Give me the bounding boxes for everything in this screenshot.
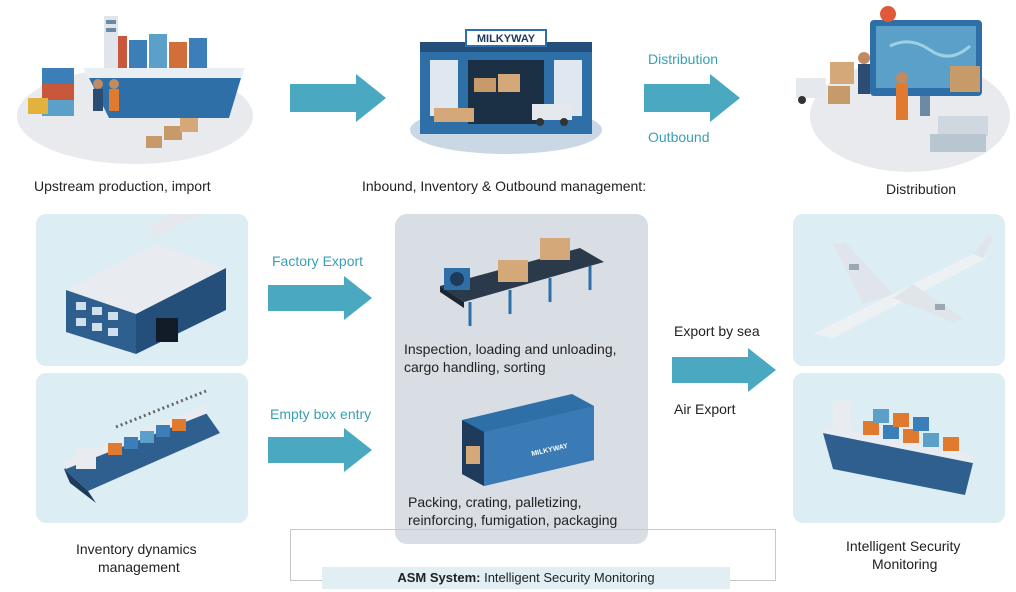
asm-description: Intelligent Security Monitoring (484, 570, 655, 585)
asm-system-bar: ASM System: Intelligent Security Monitor… (322, 567, 730, 589)
arrow2-bottom-label: Outbound (648, 129, 710, 145)
container-illustration: MILKYWAY (452, 390, 602, 488)
packing-line1: Packing, crating, palletizing, (408, 494, 582, 510)
conveyor-illustration (430, 228, 610, 336)
empty-box-entry-label: Empty box entry (270, 406, 372, 422)
upstream-label: Upstream production, import (34, 178, 211, 194)
arrow-factory-export (268, 276, 372, 320)
factory-export-label: Factory Export (272, 253, 364, 269)
arrow2-top-label: Distribution (648, 51, 719, 67)
distribution-illustration (770, 6, 1010, 174)
inventory-label-line2: management (98, 559, 180, 575)
cargo-ship-panel (793, 373, 1005, 523)
warehouse-illustration: MILKYWAY (406, 12, 606, 158)
arrow-inbound-to-distribution (644, 74, 740, 122)
inbound-label: Inbound, Inventory & Outbound management… (362, 178, 647, 194)
arrow-empty-box-entry (268, 428, 372, 472)
warehouse-sign: MILKYWAY (477, 33, 536, 45)
arrow-upstream-to-inbound (290, 74, 386, 122)
inspection-line1: Inspection, loading and unloading, (404, 341, 617, 357)
airplane-panel (793, 214, 1005, 366)
arrow-export (672, 348, 776, 392)
upstream-port-illustration (14, 8, 256, 168)
asm-title: ASM System: (397, 570, 481, 585)
factory-panel (36, 214, 248, 366)
security-label-line2: Monitoring (872, 556, 938, 572)
inventory-label-line1: Inventory dynamics (76, 541, 197, 557)
export-by-sea-label: Export by sea (674, 323, 760, 339)
inspection-line2: cargo handling, sorting (404, 359, 546, 375)
distribution-label: Distribution (886, 181, 957, 197)
packing-line2: reinforcing, fumigation, packaging (408, 512, 618, 528)
ship-panel (36, 373, 248, 523)
air-export-label: Air Export (674, 401, 736, 417)
security-label-line1: Intelligent Security (846, 538, 961, 554)
